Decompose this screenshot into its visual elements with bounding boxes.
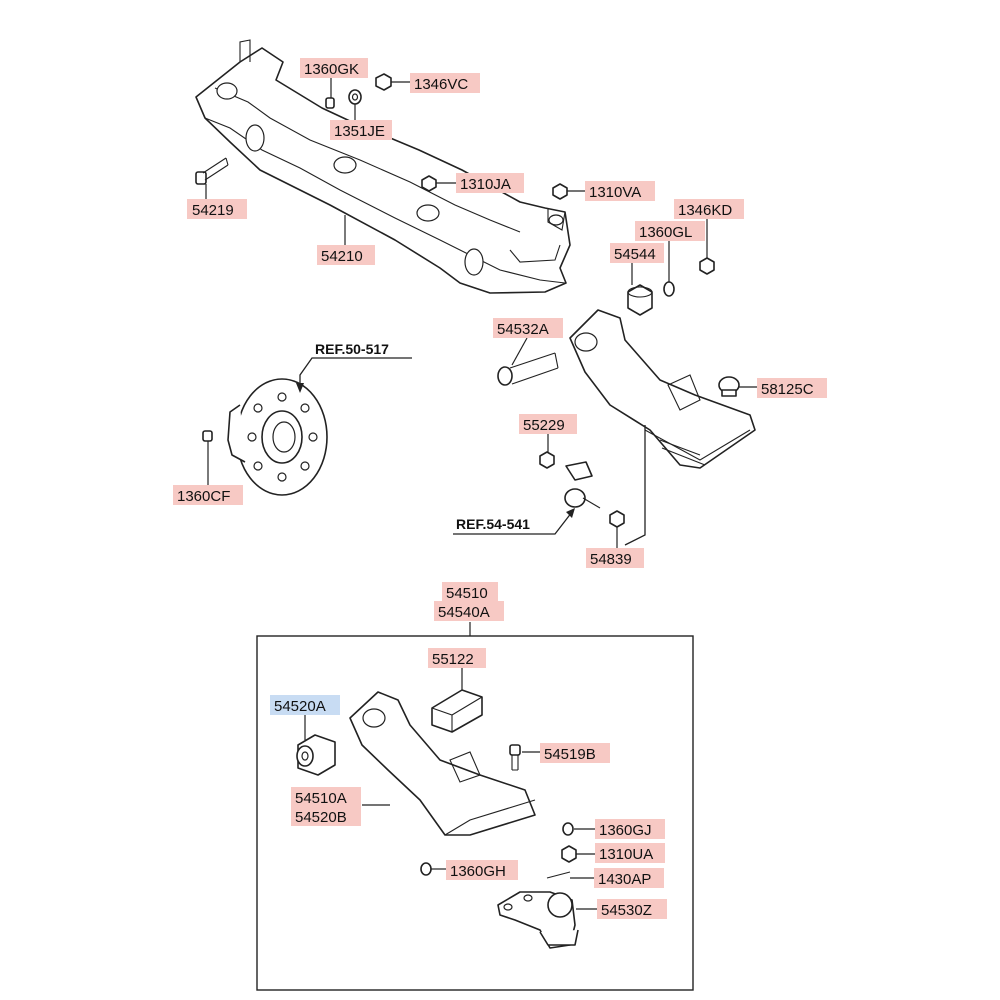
bushing-cover-55122: [431, 689, 483, 733]
lower-arm-assembly-box: [256, 635, 694, 991]
svg-text:1310JA: 1310JA: [460, 176, 511, 193]
svg-text:1430AP: 1430AP: [598, 871, 651, 888]
wheel-hub-drawing: [227, 378, 328, 496]
svg-text:1360CF: 1360CF: [177, 488, 230, 505]
label-1346kd[interactable]: 1346KD: [674, 199, 744, 219]
label-54520b[interactable]: 54520B: [291, 806, 361, 826]
stabilizer-link-drawing: [564, 461, 601, 509]
svg-text:54544: 54544: [614, 246, 656, 263]
svg-text:54510A: 54510A: [295, 790, 347, 807]
label-54210[interactable]: 54210: [317, 245, 375, 265]
nut-55229: [539, 451, 555, 469]
nut-1346kd: [699, 257, 715, 275]
label-1430ap[interactable]: 1430AP: [594, 868, 664, 888]
leader-lines: [205, 78, 757, 910]
svg-text:1360GK: 1360GK: [304, 61, 359, 78]
stopper-58125c: [718, 376, 740, 397]
svg-text:1351JE: 1351JE: [334, 123, 385, 140]
ref-50-517[interactable]: REF.50-517: [315, 341, 389, 357]
label-54219[interactable]: 54219: [187, 199, 247, 219]
washer-1360gj: [562, 822, 574, 836]
svg-text:54530Z: 54530Z: [601, 902, 652, 919]
svg-text:54210: 54210: [321, 248, 363, 265]
nut-1310ua: [561, 845, 577, 863]
svg-text:54839: 54839: [590, 551, 632, 568]
label-1310va[interactable]: 1310VA: [585, 181, 655, 201]
svg-text:54520B: 54520B: [295, 809, 347, 826]
label-55122[interactable]: 55122: [428, 648, 486, 668]
label-54839[interactable]: 54839: [586, 548, 644, 568]
label-54510[interactable]: 54510: [442, 582, 498, 602]
label-54532a[interactable]: 54532A: [493, 318, 563, 338]
svg-text:58125C: 58125C: [761, 381, 814, 398]
label-54544[interactable]: 54544: [610, 243, 664, 263]
svg-text:54520A: 54520A: [274, 698, 326, 715]
label-1360cf[interactable]: 1360CF: [173, 485, 243, 505]
svg-text:54532A: 54532A: [497, 321, 549, 338]
ref-50-517-leader: [296, 357, 412, 393]
svg-text:55122: 55122: [432, 651, 474, 668]
svg-text:1310VA: 1310VA: [589, 184, 641, 201]
label-58125c[interactable]: 58125C: [757, 378, 827, 398]
bushing-54520a: [296, 734, 336, 776]
fastener-1360gk: [325, 97, 335, 109]
label-55229[interactable]: 55229: [519, 414, 577, 434]
label-54530z[interactable]: 54530Z: [597, 899, 667, 919]
svg-text:1346VC: 1346VC: [414, 76, 468, 93]
label-54520a[interactable]: 54520A: [270, 695, 340, 715]
fastener-1351je: [348, 89, 362, 105]
label-54540a[interactable]: 54540A: [434, 601, 504, 621]
crossmember-drawing: [195, 39, 571, 294]
svg-text:1346KD: 1346KD: [678, 202, 732, 219]
bolt-54219: [195, 157, 229, 185]
bushing-54544: [627, 284, 653, 316]
svg-text:1360GL: 1360GL: [639, 224, 692, 241]
label-1310ja[interactable]: 1310JA: [456, 173, 524, 193]
svg-text:1360GH: 1360GH: [450, 863, 506, 880]
label-1360gk[interactable]: 1360GK: [300, 58, 368, 78]
bolt-54519b: [509, 744, 521, 771]
svg-text:54540A: 54540A: [438, 604, 490, 621]
nut-54839: [609, 510, 625, 528]
washer-1360gl: [663, 281, 675, 297]
svg-text:55229: 55229: [523, 417, 565, 434]
svg-text:1360GJ: 1360GJ: [599, 822, 652, 839]
ref-54-541[interactable]: REF.54-541: [456, 516, 530, 532]
fastener-1346vc: [375, 73, 392, 91]
ball-joint-54530z: [497, 891, 579, 949]
svg-text:54519B: 54519B: [544, 746, 596, 763]
label-1360gj[interactable]: 1360GJ: [595, 819, 665, 839]
pin-1430ap: [546, 871, 571, 879]
bolt-54532a: [497, 352, 559, 386]
label-1346vc[interactable]: 1346VC: [410, 73, 480, 93]
label-54510a[interactable]: 54510A: [291, 787, 361, 807]
label-1360gl[interactable]: 1360GL: [635, 221, 705, 241]
svg-text:54219: 54219: [192, 202, 234, 219]
svg-text:1310UA: 1310UA: [599, 846, 653, 863]
bolt-1360cf: [202, 430, 213, 442]
label-54519b[interactable]: 54519B: [540, 743, 610, 763]
label-1310ua[interactable]: 1310UA: [595, 843, 665, 863]
fastener-1310ja: [421, 175, 437, 192]
ref-54-541-leader: [453, 508, 575, 535]
upper-arm-drawing: [569, 309, 756, 469]
lower-arm-drawing: [349, 691, 536, 836]
label-1360gh[interactable]: 1360GH: [446, 860, 518, 880]
label-1351je[interactable]: 1351JE: [330, 120, 392, 140]
svg-text:54510: 54510: [446, 585, 488, 602]
nut-1360gh: [420, 862, 432, 876]
fastener-1310va: [552, 183, 568, 200]
